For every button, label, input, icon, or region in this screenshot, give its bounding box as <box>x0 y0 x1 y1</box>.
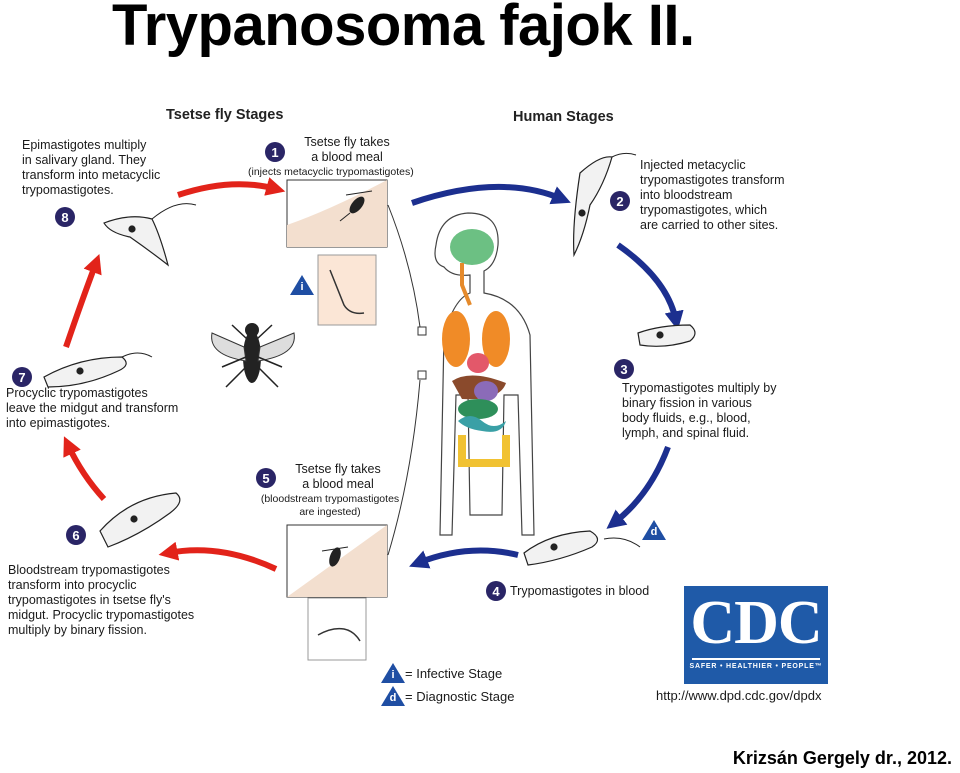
step-8-text: Epimastigotes multiply in salivary gland… <box>22 138 161 197</box>
fly-bite-panel-bottom <box>286 524 388 598</box>
step-5-text: Tsetse fly takes a blood meal <box>295 462 381 491</box>
arrow-7-to-8 <box>63 254 102 348</box>
legend-infective-label: = Infective Stage <box>405 666 503 681</box>
slide-title: Trypanosoma fajok II. <box>112 0 695 58</box>
arrow-6-to-7 <box>63 436 107 502</box>
step-4-text: Trypomastigotes in blood <box>510 584 650 598</box>
step-7-text: Procyclic trypomastigotes leave the midg… <box>6 386 179 430</box>
cdc-logo-tagline: SAFER • HEALTHIER • PEOPLE™ <box>689 663 823 670</box>
trypanosome-8 <box>103 216 170 267</box>
step-5-note: (bloodstream trypomastigotes are ingeste… <box>260 493 400 518</box>
author-credit: Krizsán Gergely dr., 2012. <box>732 748 952 768</box>
trypanosome-7 <box>43 356 127 388</box>
tsetse-stages-header: Tsetse fly Stages <box>166 107 284 123</box>
diagnostic-marker-letter: d <box>650 526 658 538</box>
arrow-8-to-1 <box>177 177 286 198</box>
step-1-text: Tsetse fly takes a blood meal <box>304 135 390 164</box>
trypanosome-6 <box>99 492 181 548</box>
diagnostic-marker <box>642 520 666 540</box>
arrow-2-to-3 <box>616 242 684 331</box>
cdc-logo-divider <box>692 658 820 660</box>
trypanosome-3 <box>637 324 696 347</box>
step-2-badge: 2 <box>610 191 630 211</box>
arrow-1-to-2 <box>411 183 571 206</box>
step-8-badge: 8 <box>55 207 75 227</box>
arrow-4-to-5 <box>409 547 519 569</box>
human-figure <box>434 212 535 536</box>
step-6-badge: 6 <box>66 525 86 545</box>
infective-marker <box>290 275 314 295</box>
step-1-note: (injects metacyclic trypomastigotes) <box>248 166 414 178</box>
arrow-5-to-6 <box>158 541 278 572</box>
fly-bite-panel-top <box>286 179 388 248</box>
cdc-url[interactable]: http://www.dpd.cdc.gov/dpdx <box>656 688 822 703</box>
step-6-text: Bloodstream trypomastigotes transform in… <box>8 563 195 637</box>
legend-infective-triangle <box>381 663 405 683</box>
step-5-badge: 5 <box>256 468 276 488</box>
trypanosome-4 <box>523 530 599 566</box>
legend-diagnostic-letter: d <box>389 692 397 704</box>
arrow-3-to-4 <box>606 445 671 529</box>
cycle-graphics <box>43 152 696 706</box>
tsetse-fly-illustration <box>211 323 295 388</box>
step-3-text: Trypomastigotes multiply by binary fissi… <box>622 381 777 440</box>
infective-marker-letter: i <box>300 281 304 293</box>
step-4-badge: 4 <box>486 581 506 601</box>
step-3-badge: 3 <box>614 359 634 379</box>
human-stages-header: Human Stages <box>513 109 614 125</box>
cdc-logo: CDC SAFER • HEALTHIER • PEOPLE™ <box>684 586 828 684</box>
midgut-inset-bottom <box>307 597 367 661</box>
legend-diagnostic-triangle <box>381 686 405 706</box>
trypanosome-2 <box>573 156 613 258</box>
step-7-badge: 7 <box>12 367 32 387</box>
legend-diagnostic-label: = Diagnostic Stage <box>405 689 515 704</box>
life-cycle-diagram: i d Tsetse fly Stages Human Stages 1 Tse… <box>0 95 960 735</box>
cdc-logo-letters: CDC <box>690 589 822 657</box>
step-2-text: Injected metacyclic trypomastigotes tran… <box>640 158 785 232</box>
legend-infective-letter: i <box>391 669 395 681</box>
step-1-badge: 1 <box>265 142 285 162</box>
salivary-inset-top <box>317 254 377 326</box>
